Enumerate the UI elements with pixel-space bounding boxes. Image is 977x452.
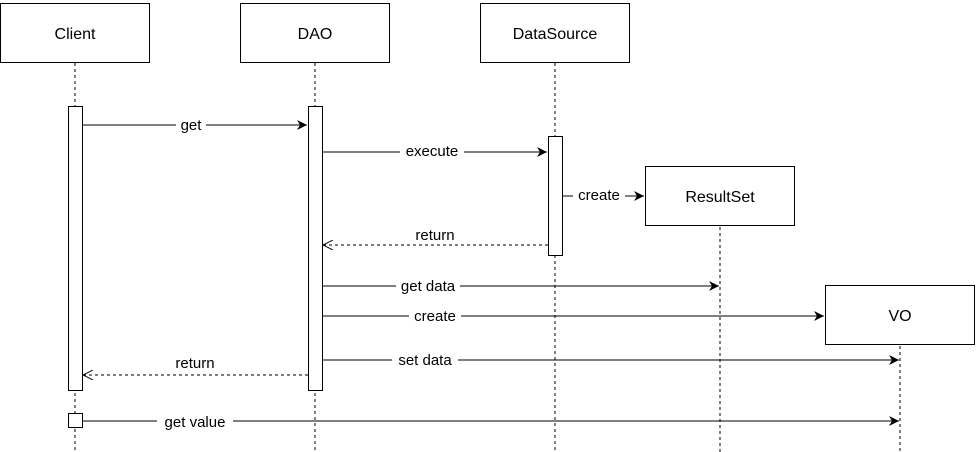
message-create-vo-label: create <box>414 308 456 325</box>
message-return-dao: return <box>323 227 548 245</box>
dao-participant[interactable]: DAO <box>240 3 390 63</box>
message-create-resultset: create <box>562 187 644 204</box>
client-activation <box>68 106 83 391</box>
message-get-data-label: get data <box>401 278 456 295</box>
resultset-label: ResultSet <box>685 189 755 206</box>
message-set-data: set data <box>322 352 899 369</box>
message-execute-label: execute <box>406 143 459 160</box>
dao-activation <box>308 106 323 391</box>
dao-label: DAO <box>298 26 333 43</box>
message-get-value-label: get value <box>165 414 226 431</box>
message-get-label: get <box>181 117 203 134</box>
datasource-participant[interactable]: DataSource <box>480 3 630 63</box>
vo-label: VO <box>888 308 911 325</box>
resultset-participant[interactable]: ResultSet <box>645 166 795 226</box>
client-participant[interactable]: Client <box>0 3 150 63</box>
message-create-resultset-label: create <box>578 187 620 204</box>
client-small-activation <box>68 413 83 428</box>
message-return-client-label: return <box>175 355 214 372</box>
datasource-label: DataSource <box>513 26 598 43</box>
datasource-activation <box>548 136 563 256</box>
message-return-client: return <box>83 355 308 375</box>
client-label: Client <box>55 26 96 43</box>
message-create-vo: create <box>322 308 824 325</box>
message-get-data: get data <box>322 278 719 295</box>
message-get: get <box>82 117 307 134</box>
message-execute: execute <box>322 143 547 160</box>
message-set-data-label: set data <box>398 352 452 369</box>
message-get-value: get value <box>82 413 899 431</box>
message-return-dao-label: return <box>415 227 454 244</box>
vo-participant[interactable]: VO <box>825 285 975 345</box>
